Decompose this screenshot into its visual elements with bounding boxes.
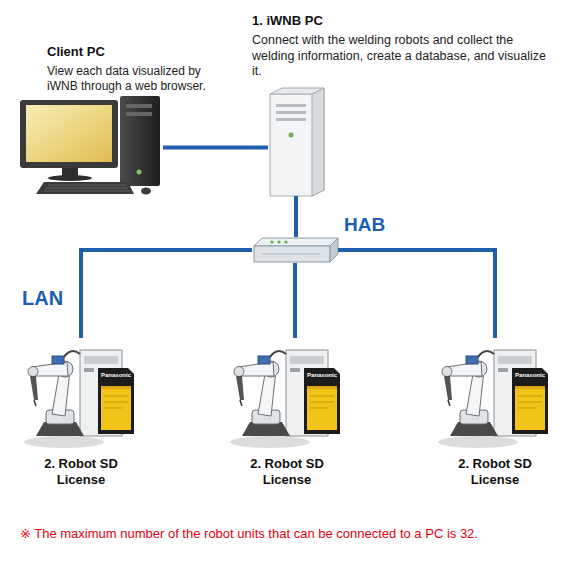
node-heading: 1. iWNB PC xyxy=(252,13,552,29)
welding-robot: 2. Robot SD License xyxy=(22,338,140,450)
text-group: 2. Robot SD License xyxy=(440,456,550,489)
welding-robot: 2. Robot SD License xyxy=(228,338,346,450)
lan-cable xyxy=(293,263,297,338)
hub-label: HAB xyxy=(344,213,414,237)
robot-label: 2. Robot SD License xyxy=(440,456,550,489)
node-description: View each data visualized by iWNB throug… xyxy=(47,64,217,94)
text-group: 1. iWNB PC Connect with the welding robot… xyxy=(252,13,552,80)
iwnb-pc: 1. iWNB PCConnect with the welding robot… xyxy=(268,88,324,196)
lan-cable xyxy=(163,146,268,150)
network-hub: HAB xyxy=(252,237,338,263)
node-heading: Client PC xyxy=(47,44,217,60)
brand-text: Panasonic xyxy=(513,372,547,379)
lan-cable xyxy=(294,196,298,237)
network-label: LAN xyxy=(22,286,82,310)
brand-text: Panasonic xyxy=(305,372,339,379)
lan-cable xyxy=(338,250,495,338)
lan-cable xyxy=(81,250,252,338)
client-pc: Client PCView each data visualized by iW… xyxy=(15,100,163,195)
robot-label: 2. Robot SD License xyxy=(232,456,342,489)
robot-label: 2. Robot SD License xyxy=(26,456,136,489)
text-group: HAB xyxy=(344,213,414,237)
note-text: ※ The maximum number of the robot units … xyxy=(20,526,570,542)
text-group: 2. Robot SD License xyxy=(26,456,136,489)
node-description: Connect with the welding robots and coll… xyxy=(252,33,552,80)
text-group: Client PC View each data visualized by iW… xyxy=(47,44,217,94)
welding-robot: 2. Robot SD License xyxy=(436,338,554,450)
brand-text: Panasonic xyxy=(99,372,133,379)
text-group: 2. Robot SD License xyxy=(232,456,342,489)
